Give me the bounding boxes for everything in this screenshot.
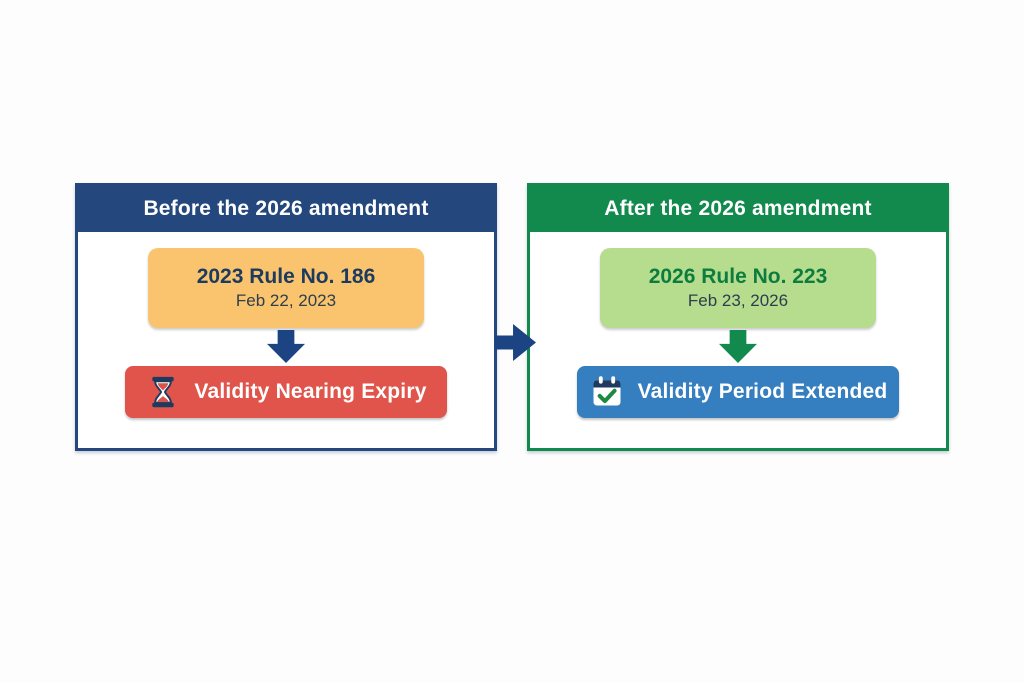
- panel-before-body: 2023 Rule No. 186 Feb 22, 2023 Validity …: [78, 232, 494, 418]
- rule-box-2023-date: Feb 22, 2023: [235, 291, 337, 311]
- rule-box-2023: 2023 Rule No. 186 Feb 22, 2023: [148, 248, 424, 328]
- panel-after-amendment: After the 2026 amendment 2026 Rule No. 2…: [527, 183, 949, 451]
- status-badge-extended: Validity Period Extended: [577, 366, 899, 418]
- rule-box-2026-date: Feb 23, 2026: [687, 291, 789, 311]
- panel-after-header: After the 2026 amendment: [530, 186, 946, 232]
- calendar-check-icon: [589, 374, 625, 410]
- down-arrow-icon: [719, 330, 757, 363]
- rule-box-2023-title: 2023 Rule No. 186: [196, 264, 376, 288]
- hourglass-icon: [145, 374, 181, 410]
- panel-after-body: 2026 Rule No. 223 Feb 23, 2026 Validity …: [530, 232, 946, 418]
- rule-box-2026-title: 2026 Rule No. 223: [648, 264, 828, 288]
- panel-after-title: After the 2026 amendment: [604, 197, 872, 220]
- rule-box-2026: 2026 Rule No. 223 Feb 23, 2026: [600, 248, 876, 328]
- status-badge-extended-label: Validity Period Extended: [637, 380, 888, 403]
- panel-before-amendment: Before the 2026 amendment 2023 Rule No. …: [75, 183, 497, 451]
- status-badge-expiry-label: Validity Nearing Expiry: [194, 380, 427, 403]
- panel-before-header: Before the 2026 amendment: [78, 186, 494, 232]
- down-arrow-icon: [267, 330, 305, 363]
- status-badge-expiry: Validity Nearing Expiry: [125, 366, 447, 418]
- panel-before-title: Before the 2026 amendment: [143, 197, 429, 220]
